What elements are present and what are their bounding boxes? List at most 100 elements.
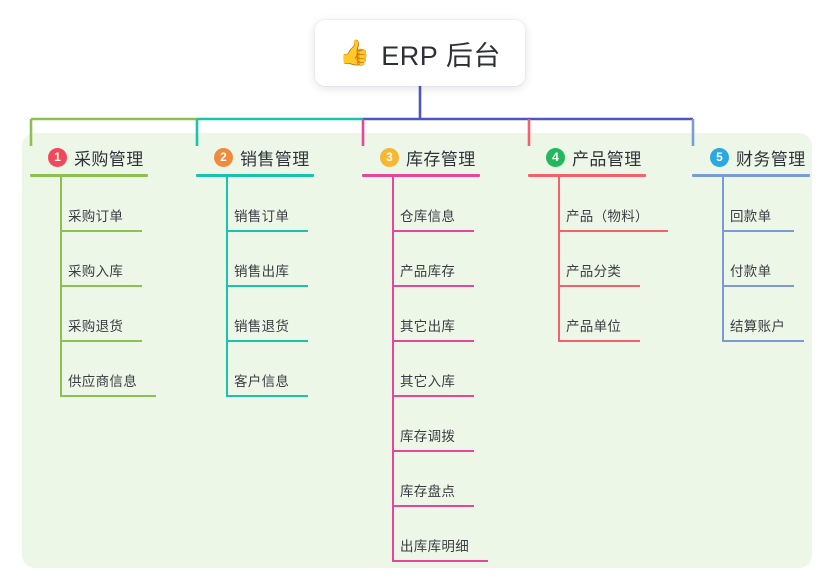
branch-item-label: 回款单 [730, 209, 772, 224]
branch-item-list: 销售订单销售出库销售退货客户信息 [196, 177, 314, 397]
branch-item[interactable]: 产品（物料） [528, 177, 668, 232]
branch-item-underline [60, 395, 156, 397]
branch-item-underline [226, 230, 308, 232]
branch-item-label: 采购订单 [68, 209, 124, 224]
branch-spine [226, 177, 228, 397]
branch-item-underline [60, 230, 142, 232]
branch-number-badge: 3 [380, 147, 399, 167]
branch-item-underline [392, 450, 474, 452]
branch-item-label: 销售退货 [234, 319, 290, 334]
branch-title: 产品管理 [572, 149, 642, 169]
branch-number-badge: 1 [48, 147, 67, 167]
branch-item-underline [392, 505, 474, 507]
branch-item-label: 采购退货 [68, 319, 124, 334]
branch-item-label: 采购入库 [68, 264, 124, 279]
branch-item-underline [392, 340, 474, 342]
branch-item[interactable]: 其它入库 [362, 342, 480, 397]
branch-spine [60, 177, 62, 397]
branch-title: 采购管理 [74, 149, 144, 169]
branch-item-underline [226, 395, 308, 397]
branch-item[interactable]: 出库库明细 [362, 507, 488, 562]
branch-item[interactable]: 其它出库 [362, 287, 480, 342]
branch-item[interactable]: 销售退货 [196, 287, 314, 342]
branch-item-underline [392, 560, 488, 562]
branch-item-underline [60, 340, 142, 342]
branch-item-underline [558, 230, 668, 232]
branch-item-label: 出库库明细 [400, 539, 469, 554]
branch-item-label: 产品单位 [566, 319, 622, 334]
branch-underline [692, 174, 810, 177]
branch-item[interactable]: 采购入库 [30, 232, 148, 287]
branch-column-2: 2 销售管理销售订单销售出库销售退货客户信息 [196, 145, 314, 397]
branch-item[interactable]: 库存盘点 [362, 452, 480, 507]
branch-item[interactable]: 供应商信息 [30, 342, 156, 397]
branch-item-underline [722, 230, 794, 232]
branch-item[interactable]: 产品单位 [528, 287, 646, 342]
branch-header-3[interactable]: 3 库存管理 [362, 145, 480, 169]
branch-item-label: 结算账户 [730, 319, 786, 334]
branch-item-underline [60, 285, 142, 287]
branch-item-underline [226, 285, 308, 287]
branch-item-label: 库存盘点 [400, 484, 456, 499]
branch-item-underline [558, 285, 640, 287]
branch-column-4: 4 产品管理产品（物料） 产品分类产品单位 [528, 145, 668, 342]
branch-item[interactable]: 回款单 [692, 177, 810, 232]
branch-item-label: 库存调拨 [400, 429, 456, 444]
branch-column-1: 1 采购管理采购订单采购入库采购退货供应商信息 [30, 145, 156, 397]
branch-item[interactable]: 采购订单 [30, 177, 148, 232]
branch-title: 销售管理 [240, 149, 310, 169]
branch-item-underline [392, 230, 474, 232]
branch-spine [722, 177, 724, 342]
thumbs-up-icon: 👍 [339, 38, 371, 67]
branch-item[interactable]: 销售出库 [196, 232, 314, 287]
branch-header-1[interactable]: 1 采购管理 [30, 145, 148, 169]
branch-item-label: 产品库存 [400, 264, 456, 279]
branches-panel [22, 133, 812, 568]
branch-number-badge: 4 [546, 147, 565, 167]
branch-item-underline [722, 285, 794, 287]
branch-item-underline [722, 340, 804, 342]
branch-item-underline [392, 395, 474, 397]
branch-item-list: 回款单付款单结算账户 [692, 177, 810, 342]
branch-header-5[interactable]: 5 财务管理 [692, 145, 810, 169]
branch-item-label: 供应商信息 [68, 374, 137, 389]
branch-item-label: 其它出库 [400, 319, 456, 334]
branch-item-list: 仓库信息产品库存其它出库其它入库库存调拨库存盘点出库库明细 [362, 177, 488, 562]
branch-item-label: 销售订单 [234, 209, 290, 224]
branch-spine [392, 177, 394, 562]
branch-item-list: 产品（物料） 产品分类产品单位 [528, 177, 668, 342]
branch-item[interactable]: 仓库信息 [362, 177, 480, 232]
branch-item-label: 客户信息 [234, 374, 290, 389]
branch-item[interactable]: 结算账户 [692, 287, 810, 342]
branch-title: 财务管理 [736, 149, 806, 169]
branch-item-label: 其它入库 [400, 374, 456, 389]
branch-column-5: 5 财务管理回款单付款单结算账户 [692, 145, 810, 342]
branch-title: 库存管理 [406, 149, 476, 169]
branch-item[interactable]: 采购退货 [30, 287, 148, 342]
branch-item[interactable]: 销售订单 [196, 177, 314, 232]
branch-item-underline [558, 340, 640, 342]
branch-item-label: 销售出库 [234, 264, 290, 279]
branch-item-label: 付款单 [730, 264, 772, 279]
branch-item-underline [226, 340, 308, 342]
branch-underline [196, 174, 314, 177]
branch-spine [558, 177, 560, 342]
branch-item-label: 仓库信息 [400, 209, 456, 224]
branch-item-list: 采购订单采购入库采购退货供应商信息 [30, 177, 156, 397]
branch-item-label: 产品（物料） [566, 209, 649, 224]
branch-item[interactable]: 客户信息 [196, 342, 314, 397]
branch-item[interactable]: 产品分类 [528, 232, 646, 287]
root-node[interactable]: 👍 ERP 后台 [315, 20, 525, 86]
branch-item-underline [392, 285, 474, 287]
branch-number-badge: 2 [214, 147, 233, 167]
root-title: ERP 后台 [381, 40, 501, 71]
branch-header-2[interactable]: 2 销售管理 [196, 145, 314, 169]
branch-header-4[interactable]: 4 产品管理 [528, 145, 646, 169]
branch-number-badge: 5 [710, 147, 729, 167]
branch-item[interactable]: 产品库存 [362, 232, 480, 287]
branch-item[interactable]: 库存调拨 [362, 397, 480, 452]
branch-item[interactable]: 付款单 [692, 232, 810, 287]
branch-underline [362, 174, 480, 177]
branch-underline [528, 174, 646, 177]
